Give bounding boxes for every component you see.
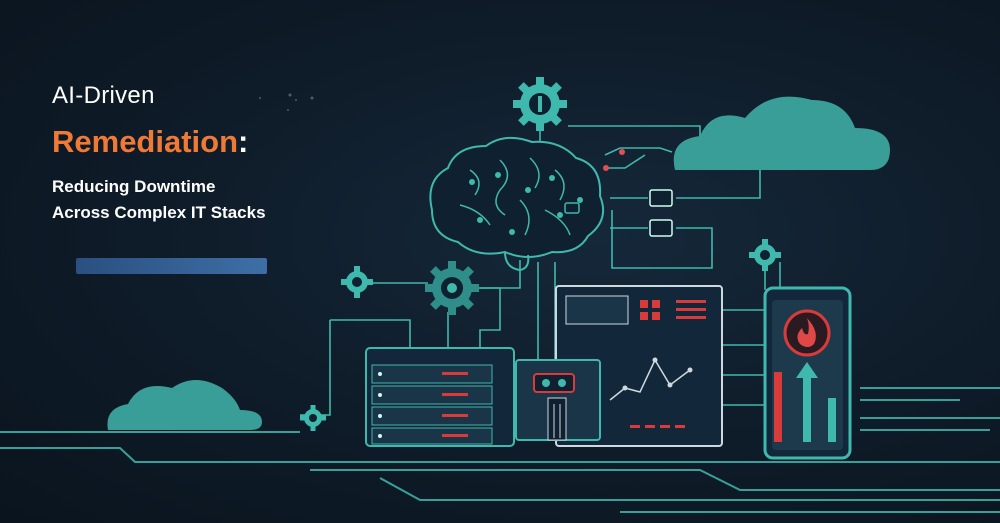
accent-bar [76,258,267,274]
brain-icon [429,136,604,272]
circuit-lines [0,387,1000,513]
subtitle-line-2: Across Complex IT Stacks [52,203,266,222]
gear-icon [513,77,567,131]
gear-icon [341,266,373,298]
headline-line-2: Remediation: [52,124,266,160]
cloud-icon [107,380,262,430]
gear-icon [300,405,326,431]
cloud-icon [673,96,890,170]
headline-colon: : [238,124,249,159]
headline-accent: Remediation [52,124,239,159]
headline: AI-Driven Remediation: Reducing Downtime… [52,82,266,226]
chip-icon [649,189,673,237]
gear-icon [425,261,479,315]
phone-icon [763,286,852,460]
headline-line-1: AI-Driven [52,82,155,109]
gear-icon [749,239,781,271]
arrow-up-icon [796,362,818,442]
flame-icon [797,318,816,347]
server-rack-icon [365,347,515,447]
subtitle-line-1: Reducing Downtime [52,177,216,196]
brain-nodes [469,172,583,235]
monitor-icon [515,359,601,441]
particles [259,93,314,111]
node-dots [603,149,625,171]
